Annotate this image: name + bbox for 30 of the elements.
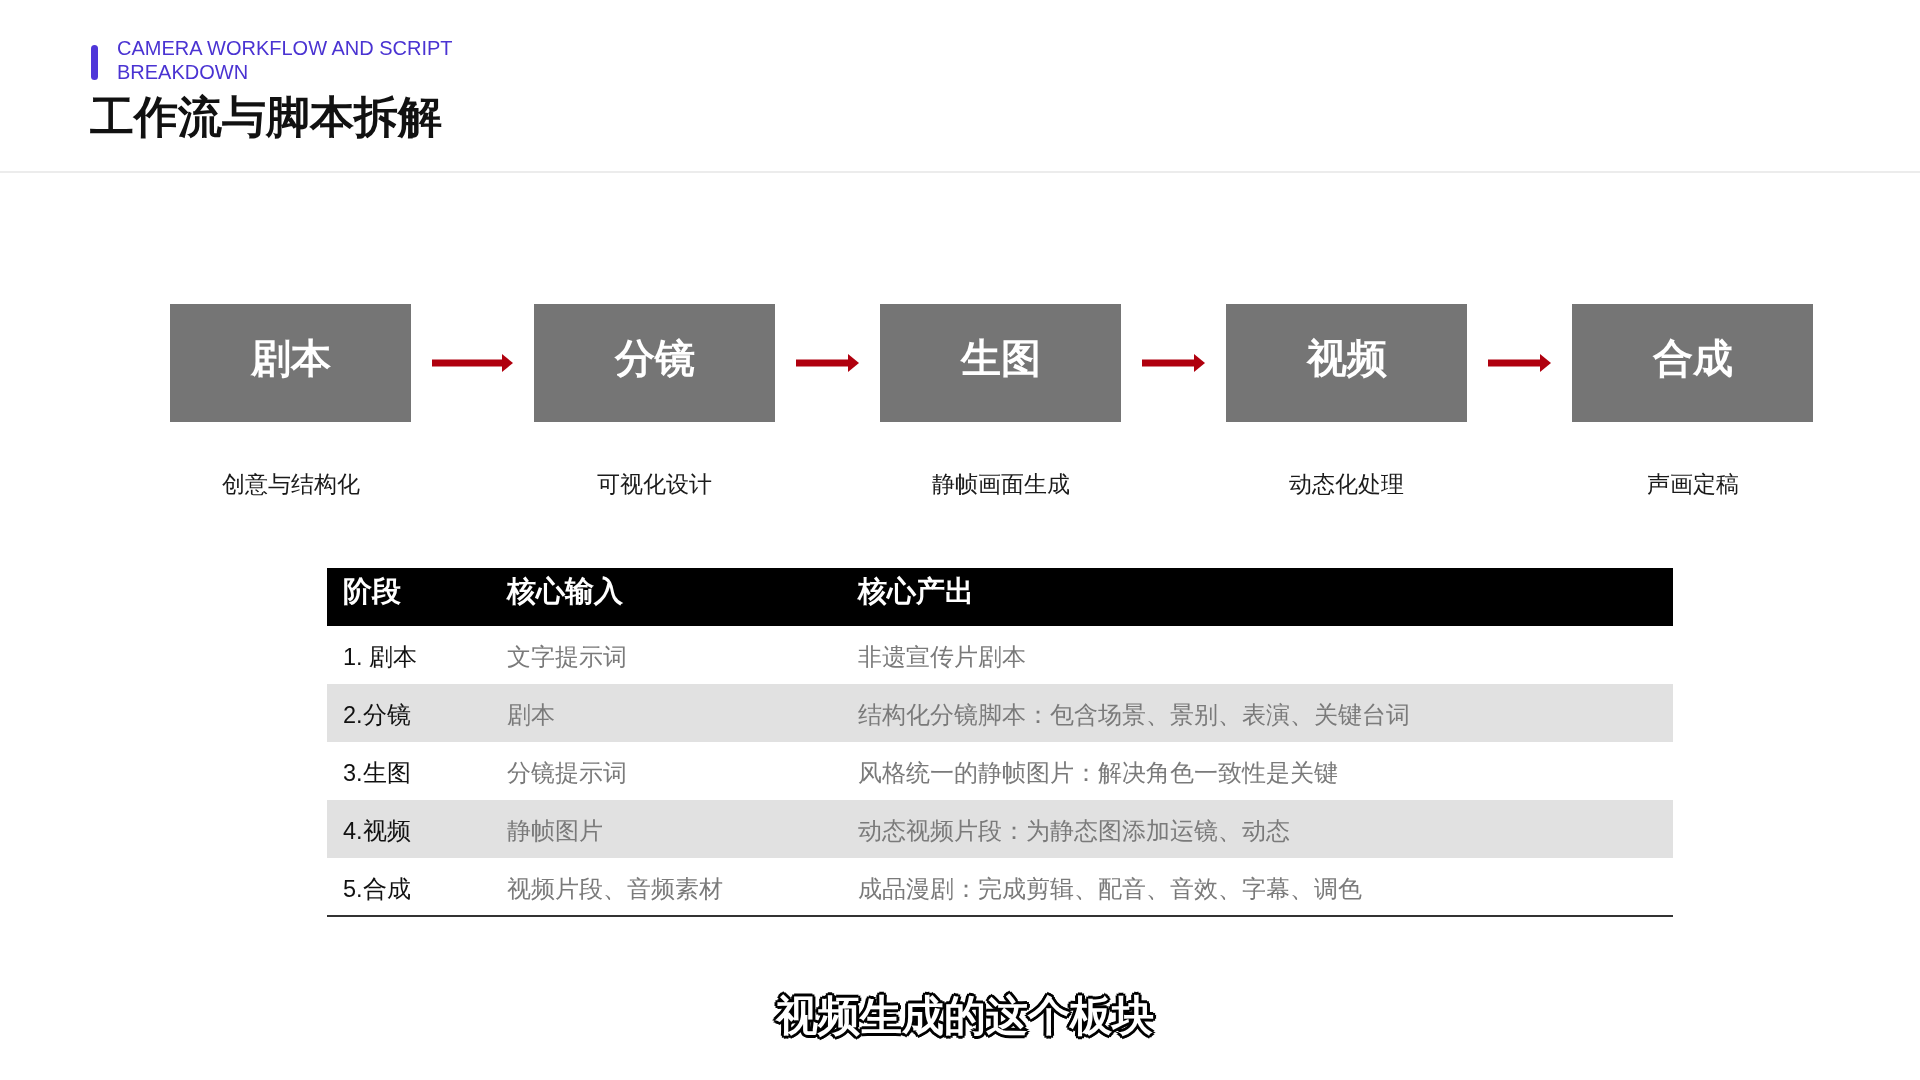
step-caption: 可视化设计 [596, 470, 713, 499]
step-caption: 创意与结构化 [220, 470, 361, 499]
column-header: 阶段 [343, 574, 401, 609]
process-box: 视频 [1226, 304, 1467, 422]
column-header: 核心产出 [858, 574, 974, 609]
process-box: 分镜 [534, 304, 775, 422]
column-header: 核心输入 [507, 574, 623, 609]
table-cell-text: 动态视频片段：为静态图添加运镜、动态 [858, 817, 1290, 846]
table-cell-text: 5.合成 [343, 875, 411, 904]
table-cell-text: 3.生图 [343, 759, 411, 788]
table-cell-text: 风格统一的静帧图片：解决角色一致性是关键 [858, 759, 1338, 788]
table-cell-text: 非遗宣传片剧本 [858, 643, 1026, 672]
table-cell-text: 剧本 [507, 701, 555, 730]
step-caption: 声画定稿 [1645, 470, 1740, 499]
table-cell-text: 视频片段、音频素材 [507, 875, 723, 904]
step-caption: 静帧画面生成 [930, 470, 1071, 499]
step-caption: 动态化处理 [1288, 470, 1405, 499]
table-cell-text: 静帧图片 [507, 817, 603, 846]
process-box: 剧本 [170, 304, 411, 422]
table-cell-text: 分镜提示词 [507, 759, 627, 788]
table-cell-text: 结构化分镜脚本：包含场景、景别、表演、关键台词 [858, 701, 1410, 730]
table-cell-text: 文字提示词 [507, 643, 627, 672]
table-cell-text: 2.分镜 [343, 701, 411, 730]
table-cell-text: 1. 剧本 [343, 643, 418, 672]
process-box: 合成 [1572, 304, 1813, 422]
process-box: 生图 [880, 304, 1121, 422]
section-kicker: CAMERA WORKFLOW AND SCRIPT BREAKDOWN [117, 36, 454, 84]
table-cell-text: 4.视频 [343, 817, 411, 846]
table-cell-text: 成品漫剧：完成剪辑、配音、音效、字幕、调色 [858, 875, 1362, 904]
page-title: 工作流与脚本拆解 [90, 91, 442, 143]
